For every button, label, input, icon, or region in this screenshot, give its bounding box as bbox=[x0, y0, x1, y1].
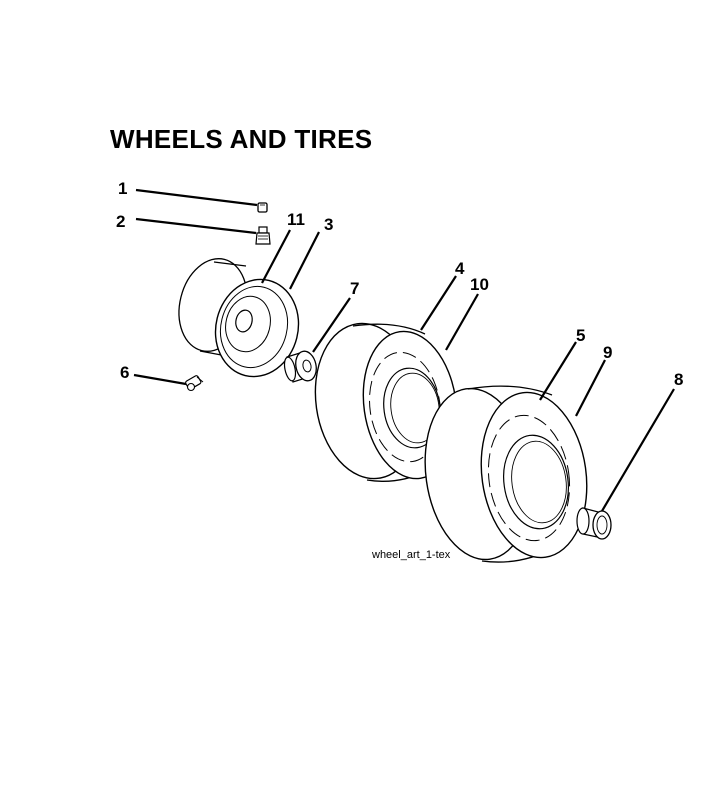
leader-6 bbox=[133, 373, 187, 386]
wheel-rim-part bbox=[178, 258, 300, 378]
callout-10: 10 bbox=[470, 275, 489, 294]
leader-5 bbox=[539, 341, 577, 401]
leader-3 bbox=[289, 231, 320, 290]
page-title: WHEELS AND TIRES bbox=[110, 124, 373, 154]
art-reference-label: wheel_art_1-tex bbox=[371, 549, 451, 561]
callout-4: 4 bbox=[455, 259, 465, 278]
leader-10 bbox=[445, 293, 479, 351]
callout-7: 7 bbox=[350, 279, 359, 298]
callout-3: 3 bbox=[324, 215, 333, 234]
callout-6: 6 bbox=[120, 363, 129, 382]
leader-8 bbox=[601, 388, 675, 512]
callout-2: 2 bbox=[116, 212, 125, 231]
bushing-part bbox=[283, 350, 317, 383]
leader-lines bbox=[133, 188, 675, 512]
callout-5: 5 bbox=[576, 326, 585, 345]
callout-11: 11 bbox=[287, 210, 305, 229]
leader-9 bbox=[575, 359, 606, 417]
leader-4 bbox=[420, 275, 457, 331]
leader-2 bbox=[135, 217, 257, 235]
rear-tire-part bbox=[424, 385, 588, 563]
callout-8: 8 bbox=[674, 370, 683, 389]
leader-11 bbox=[261, 229, 291, 284]
leader-1 bbox=[135, 188, 258, 207]
callout-1: 1 bbox=[118, 179, 127, 198]
grease-fitting-part bbox=[185, 375, 204, 392]
leader-7 bbox=[312, 297, 351, 353]
valve-stem-part bbox=[255, 226, 271, 245]
valve-cap-part bbox=[257, 202, 268, 213]
callout-9: 9 bbox=[603, 343, 612, 362]
hub-cap-part bbox=[576, 507, 612, 540]
